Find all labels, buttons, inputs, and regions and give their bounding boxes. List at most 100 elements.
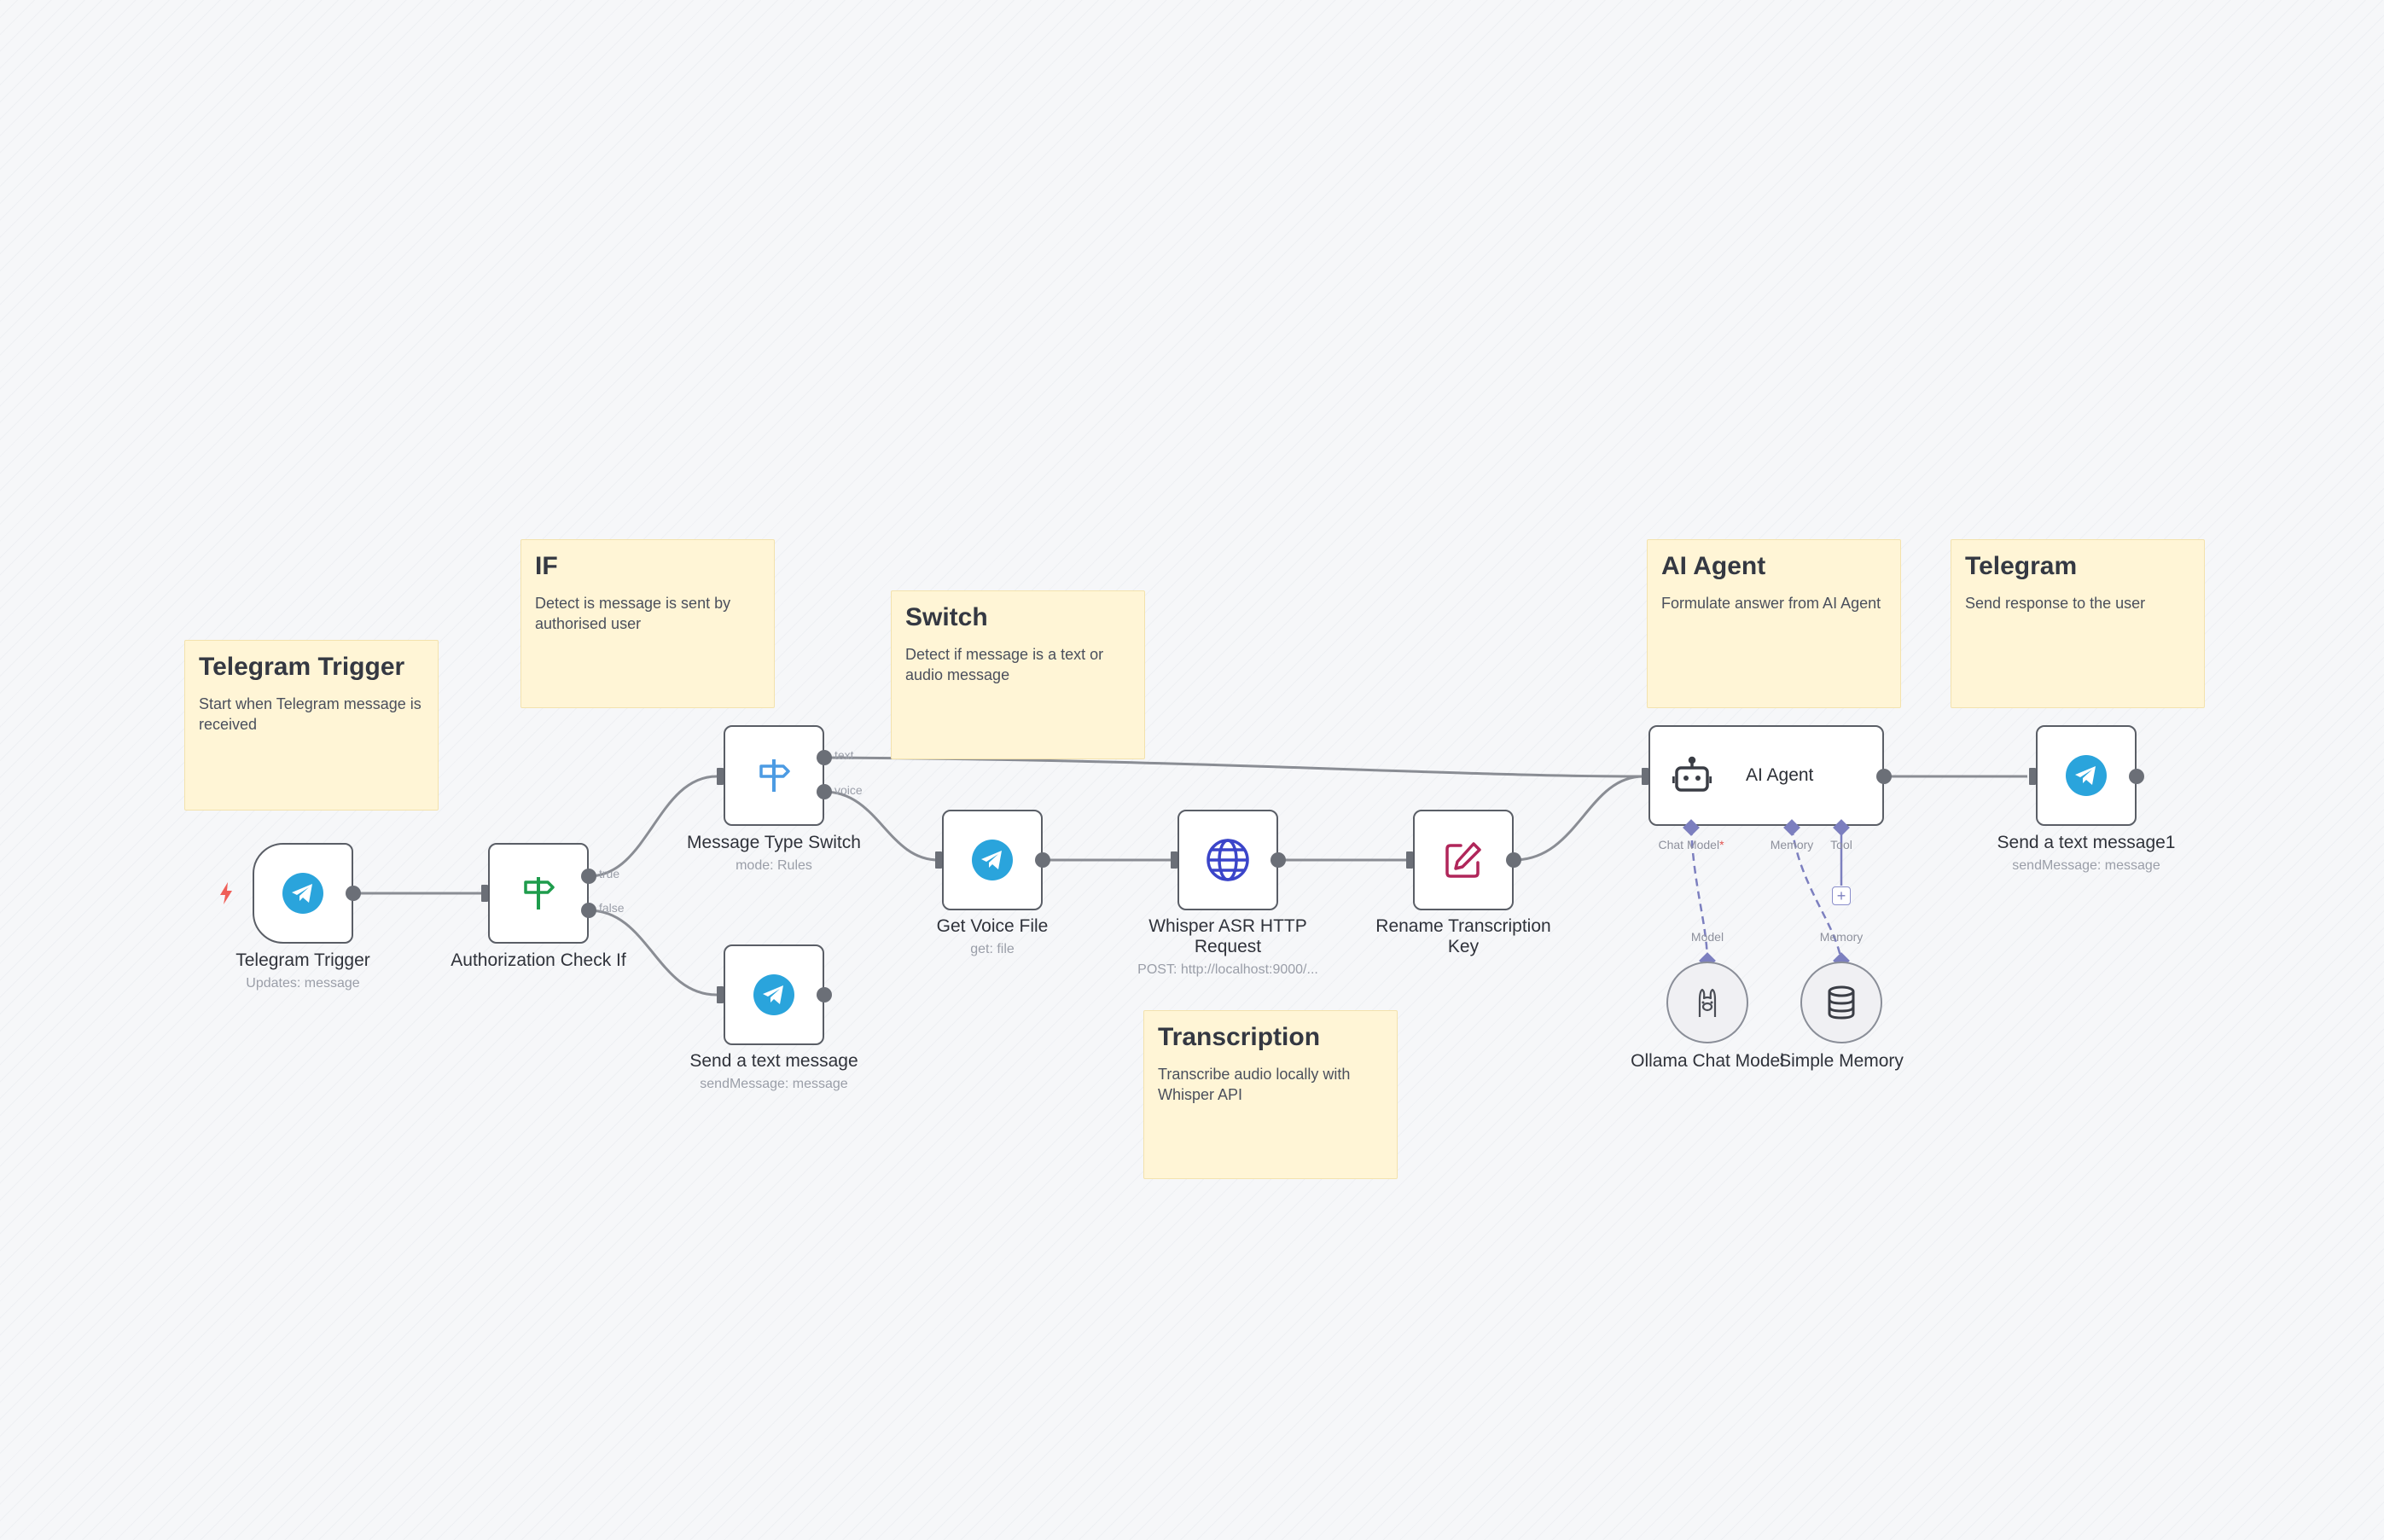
output-label-false: false <box>599 901 625 915</box>
node-subtitle: mode: Rules <box>736 858 812 873</box>
node-name: Message Type Switch <box>687 833 861 852</box>
sticky-note-switch[interactable]: Switch Detect if message is a text or au… <box>891 590 1145 759</box>
sticky-body: Detect is message is sent by authorised … <box>535 595 731 632</box>
node-send-text-message[interactable] <box>724 944 824 1045</box>
node-label-send-text-message: Send a text message sendMessage: message <box>689 1051 858 1094</box>
sticky-note-transcription[interactable]: Transcription Transcribe audio locally w… <box>1143 1010 1398 1179</box>
output-port[interactable] <box>1876 769 1892 784</box>
node-ai-agent[interactable]: AI Agent <box>1648 725 1884 826</box>
sticky-title: Telegram <box>1965 552 2078 580</box>
sticky-note-telegram[interactable]: Telegram Send response to the user <box>1951 539 2205 708</box>
sticky-body: Transcribe audio locally with Whisper AP… <box>1158 1066 1351 1103</box>
output-port[interactable] <box>1506 852 1521 868</box>
signpost-icon <box>759 759 790 792</box>
memory-port-label: Memory <box>1819 930 1864 944</box>
node-simple-memory[interactable] <box>1800 962 1882 1043</box>
telegram-icon <box>2066 755 2107 796</box>
sticky-title: Switch <box>905 603 988 631</box>
node-authorization-check-if[interactable] <box>488 843 589 944</box>
node-name: Telegram Trigger <box>235 950 370 970</box>
input-port[interactable] <box>481 885 488 902</box>
node-get-voice-file[interactable] <box>942 810 1043 910</box>
output-label-true: true <box>599 867 620 880</box>
node-label-send-text-message1: Send a text message1 sendMessage: messag… <box>1997 833 2176 875</box>
output-label-voice: voice <box>834 783 863 797</box>
node-send-text-message1[interactable] <box>2036 725 2137 826</box>
sticky-note-telegram-trigger[interactable]: Telegram Trigger Start when Telegram mes… <box>184 640 439 811</box>
input-port[interactable] <box>2029 768 2036 785</box>
node-label-ollama: Ollama Chat Model <box>1631 1051 1784 1072</box>
input-port[interactable] <box>717 986 724 1003</box>
memory-label: Memory <box>1770 838 1814 851</box>
node-label-simple-memory: Simple Memory <box>1779 1051 1904 1072</box>
output-port[interactable] <box>346 886 361 901</box>
sticky-body: Send response to the user <box>1965 595 2146 612</box>
output-port[interactable] <box>1270 852 1286 868</box>
input-port[interactable] <box>717 768 724 785</box>
wire-switch-text-to-agent <box>823 756 1644 778</box>
input-port[interactable] <box>1171 851 1177 869</box>
database-icon <box>1828 985 1855 1020</box>
chat-model-label: Chat Model* <box>1658 838 1724 851</box>
node-label-message-type-switch: Message Type Switch mode: Rules <box>687 833 861 875</box>
output-port[interactable] <box>1035 852 1050 868</box>
add-tool-button[interactable]: + <box>1832 886 1851 905</box>
input-port[interactable] <box>935 851 942 869</box>
signpost-icon <box>524 877 555 909</box>
output-label-text: text <box>834 748 854 762</box>
node-label-whisper: Whisper ASR HTTP Request POST: http://lo… <box>1134 916 1322 979</box>
output-port[interactable] <box>817 987 832 1002</box>
input-port[interactable] <box>1406 851 1413 869</box>
node-name: Simple Memory <box>1779 1051 1904 1071</box>
output-port-true[interactable] <box>581 869 596 884</box>
node-name: Authorization Check If <box>451 950 626 970</box>
sticky-title: AI Agent <box>1661 552 1766 580</box>
globe-icon <box>1207 839 1249 881</box>
node-rename-transcription-key[interactable] <box>1413 810 1514 910</box>
sticky-title: Telegram Trigger <box>199 653 405 681</box>
telegram-icon <box>282 873 323 914</box>
output-port-voice[interactable] <box>817 784 832 799</box>
node-message-type-switch[interactable] <box>724 725 824 826</box>
node-subtitle: sendMessage: message <box>700 1077 848 1091</box>
node-whisper-asr-http-request[interactable] <box>1177 810 1278 910</box>
node-telegram-trigger[interactable] <box>253 843 353 944</box>
output-port-false[interactable] <box>581 903 596 918</box>
output-port-text[interactable] <box>817 750 832 765</box>
node-label-get-voice-file: Get Voice File get: file <box>937 916 1049 959</box>
wire-rename-to-agent <box>1513 775 1644 862</box>
llama-icon <box>1698 988 1717 1017</box>
node-label-telegram-trigger: Telegram Trigger Updates: message <box>235 950 370 993</box>
ai-agent-label: AI Agent <box>1746 765 1814 785</box>
sticky-note-if[interactable]: IF Detect is message is sent by authoris… <box>520 539 775 708</box>
sticky-body: Start when Telegram message is received <box>199 695 422 733</box>
chat-model-text: Chat Model <box>1658 838 1720 851</box>
tool-label: Tool <box>1830 838 1852 851</box>
node-name: Get Voice File <box>936 916 1049 936</box>
sticky-body: Detect if message is a text or audio mes… <box>905 646 1104 683</box>
node-name: Rename Transcription Key <box>1375 916 1551 956</box>
sticky-title: IF <box>535 552 558 580</box>
node-label-authorization-check: Authorization Check If <box>451 950 625 971</box>
node-subtitle: POST: http://localhost:9000/... <box>1137 962 1318 977</box>
sticky-body: Formulate answer from AI Agent <box>1661 595 1881 612</box>
robot-icon <box>1672 756 1712 792</box>
model-port-label: Model <box>1690 930 1724 944</box>
node-subtitle: Updates: message <box>246 976 360 991</box>
trigger-bolt-icon <box>220 882 232 904</box>
sticky-note-ai-agent[interactable]: AI Agent Formulate answer from AI Agent <box>1647 539 1901 708</box>
node-subtitle: sendMessage: message <box>2012 858 2160 873</box>
node-label-rename: Rename Transcription Key <box>1369 916 1557 957</box>
node-name: Send a text message <box>689 1051 858 1071</box>
edit-icon <box>1445 842 1481 878</box>
input-port[interactable] <box>1642 768 1648 785</box>
node-ollama-chat-model[interactable] <box>1666 962 1748 1043</box>
node-name: Send a text message1 <box>1997 833 2176 852</box>
node-name: Whisper ASR HTTP Request <box>1148 916 1307 956</box>
telegram-icon <box>972 840 1013 880</box>
sticky-title: Transcription <box>1158 1023 1321 1051</box>
output-port[interactable] <box>2129 769 2144 784</box>
node-name: Ollama Chat Model <box>1631 1051 1784 1071</box>
telegram-icon <box>753 974 794 1015</box>
